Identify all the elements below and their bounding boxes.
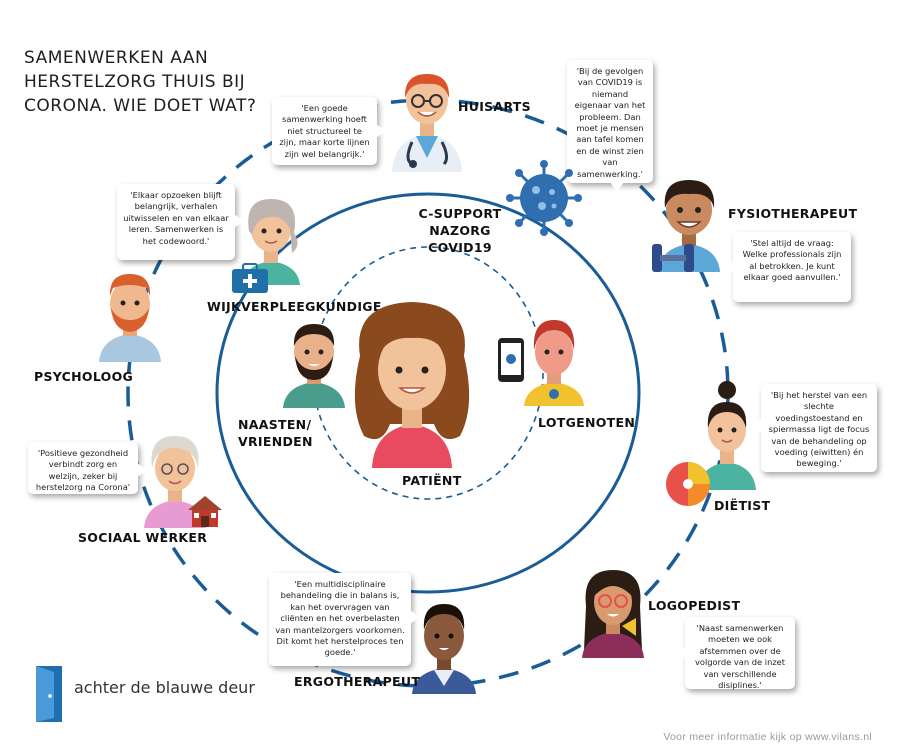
quote-ergotherapeut: 'Een multidisciplinaire behandeling die … xyxy=(269,573,420,666)
psychologist-icon xyxy=(99,274,161,362)
virus-icon xyxy=(506,160,582,236)
brand-logo: achter de blauwe deur xyxy=(34,664,274,724)
quote-sociaal-werker: 'Positieve gezondheid verbindt zorg en w… xyxy=(28,442,147,494)
door-logo-icon xyxy=(36,666,62,722)
house-icon xyxy=(188,496,222,527)
medical-bag-icon xyxy=(232,263,268,293)
quote-fysiotherapeut: 'Stel altijd de vraag: Welke professiona… xyxy=(724,232,851,302)
speech-therapist-icon xyxy=(582,570,644,658)
peer-icon xyxy=(524,320,584,406)
doctor-icon xyxy=(392,74,462,172)
food-plate-icon xyxy=(666,462,710,506)
smartphone-icon xyxy=(498,338,524,382)
label-ergotherapeut: ERGOTHERAPEUT xyxy=(294,674,421,689)
quote-dietist: 'Bij het herstel van een slechte voeding… xyxy=(752,384,877,472)
label-c-support: C-SUPPORT NAZORG COVID19 xyxy=(418,206,502,255)
quote-logopedist: 'Naast samenwerken moeten we ook afstemm… xyxy=(676,617,795,690)
label-psycholoog: PSYCHOLOOG xyxy=(34,369,134,384)
friend-icon xyxy=(283,324,345,408)
quote-c-support: 'Bij de gevolgen van COVID19 is niemand … xyxy=(567,60,653,192)
middle-ring xyxy=(215,192,641,594)
quote-wijkverpleegkundige: 'Elkaar opzoeken blijft belangrijk, verh… xyxy=(117,184,244,260)
quote-huisarts: 'Een goede samenwerking hoeft niet struc… xyxy=(272,97,386,165)
label-sociaal-werker: SOCIAAL WERKER xyxy=(78,530,208,545)
footer-link[interactable]: Voor meer informatie kijk op www.vilans.… xyxy=(663,731,872,743)
label-dietist: DIËTIST xyxy=(714,498,771,513)
occupational-therapist-icon xyxy=(412,604,476,694)
page-title: SAMENWERKEN AAN HERSTELZORG THUIS BIJ CO… xyxy=(24,48,257,116)
dietitian-icon xyxy=(698,381,756,490)
label-fysiotherapeut: FYSIOTHERAPEUT xyxy=(728,206,858,221)
social-worker-icon xyxy=(144,436,206,528)
label-patient: PATIËNT xyxy=(402,473,462,488)
label-logopedist: LOGOPEDIST xyxy=(648,598,741,613)
dumbbell-icon xyxy=(652,244,694,272)
label-lotgenoten: LOTGENOTEN xyxy=(538,415,636,430)
patient-icon xyxy=(354,302,470,468)
label-huisarts: HUISARTS xyxy=(458,99,531,114)
label-naasten: NAASTEN/ VRIENDEN xyxy=(238,417,313,449)
logo-text: achter de blauwe deur xyxy=(74,678,255,697)
label-wijkverpleegkundige: WIJKVERPLEEGKUNDIGE xyxy=(207,299,382,314)
